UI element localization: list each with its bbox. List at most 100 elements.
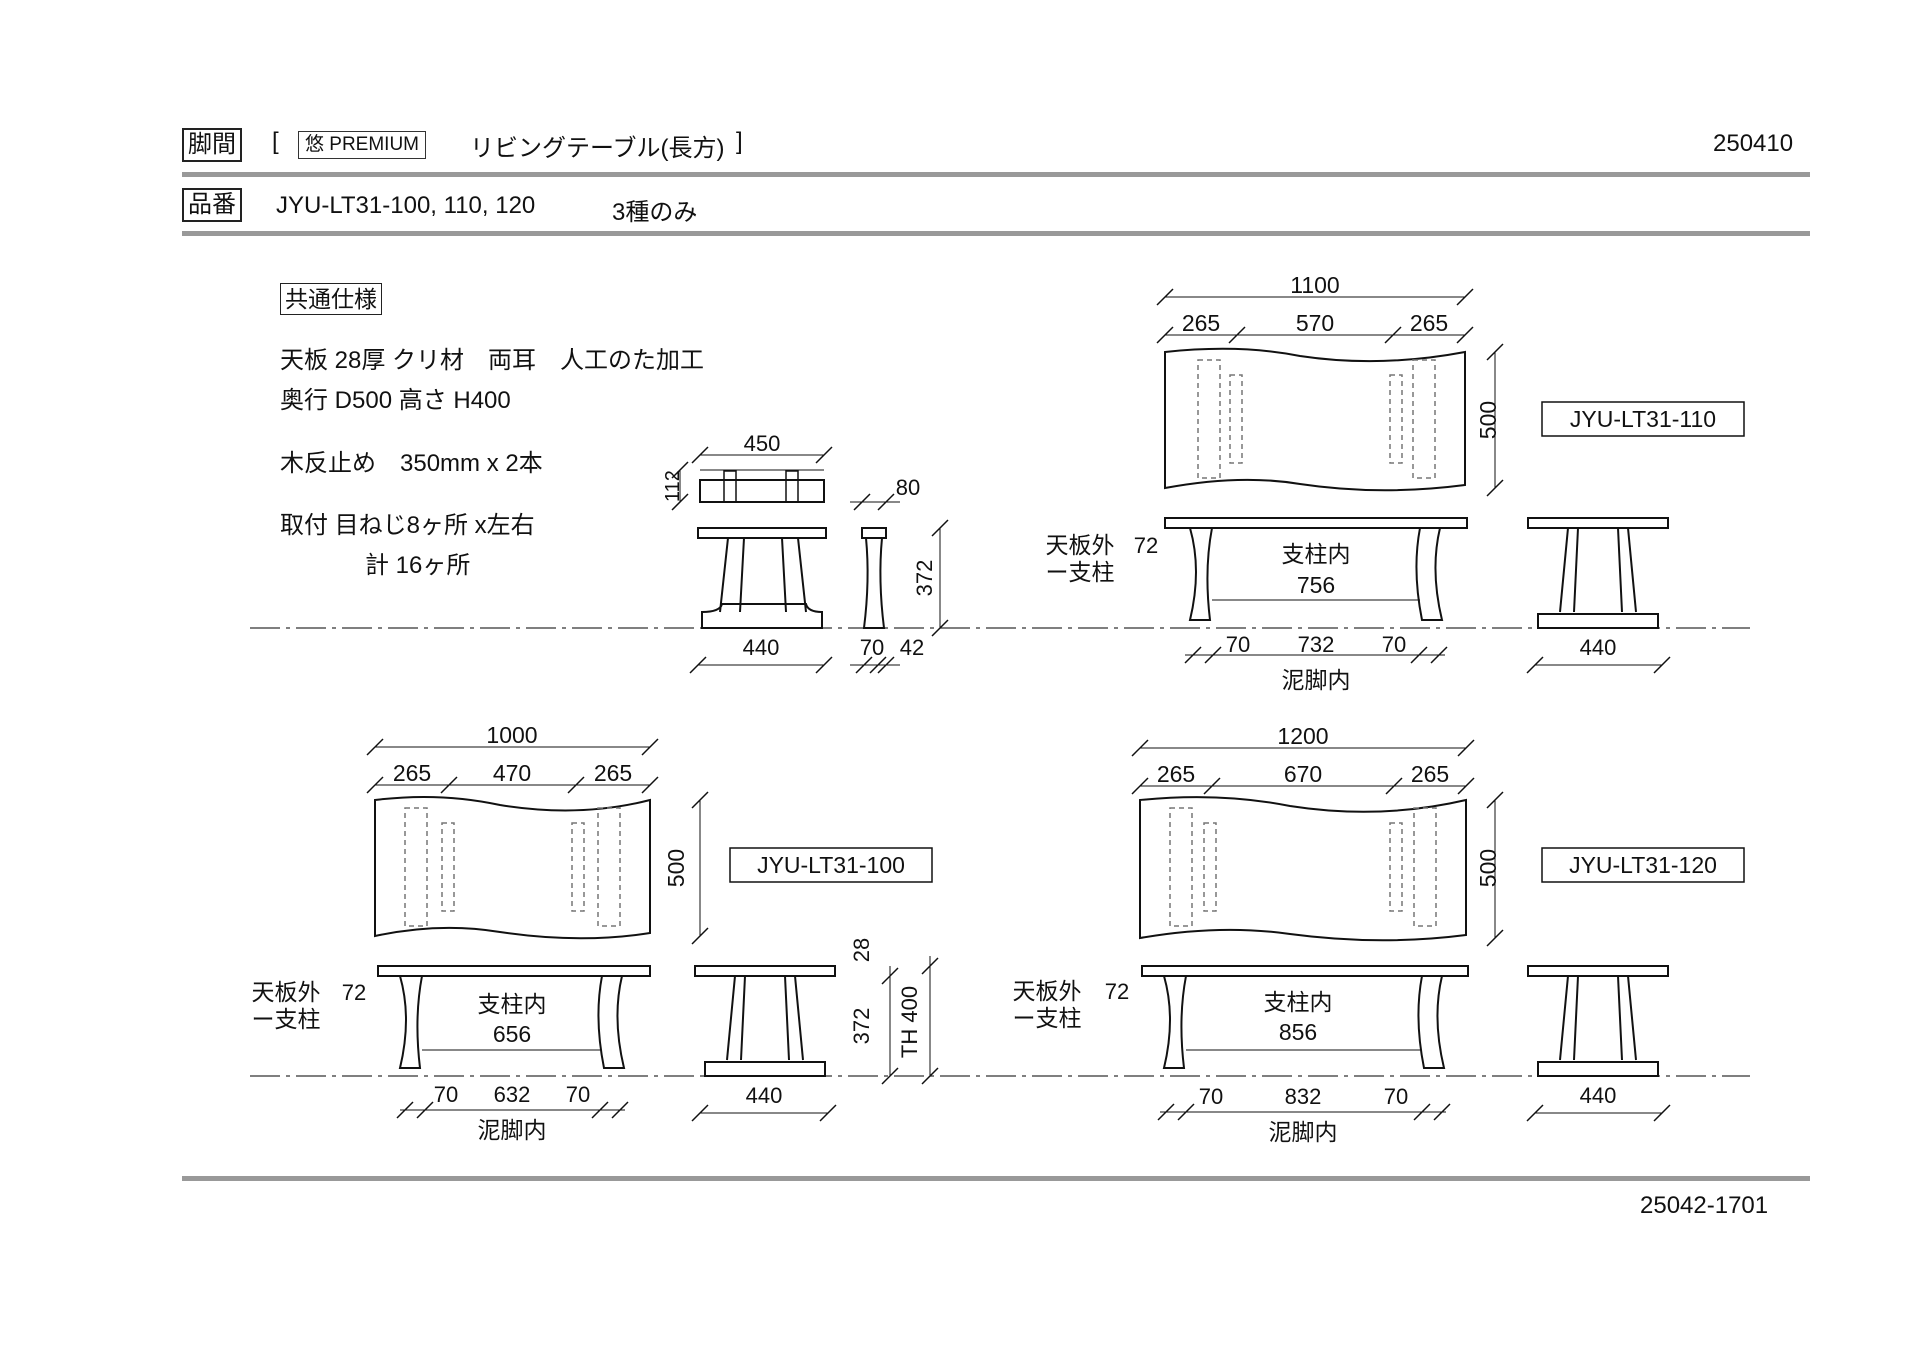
tabletop-plan-100 xyxy=(374,795,651,940)
header-rule-1 xyxy=(182,172,1810,177)
foot-inner-100: 泥脚内 xyxy=(478,1117,547,1143)
tabletop-front-100 xyxy=(377,965,651,977)
leg-top-label: 80 xyxy=(896,475,920,500)
model-code-box-120 xyxy=(1541,847,1745,883)
top-outer-a-120: 天板外 xyxy=(1013,978,1082,1004)
side-legs-110 xyxy=(1537,527,1659,629)
mid-label-100: 470 xyxy=(493,760,531,786)
foot-mid-120: 832 xyxy=(1285,1084,1322,1109)
mid-label-110: 570 xyxy=(1296,310,1334,336)
side-width-100: 440 xyxy=(746,1083,783,1108)
end-right-label-100: 265 xyxy=(594,760,632,786)
spec-line-2: 奥行 D500 高さ H400 xyxy=(280,387,511,414)
tabletop-plan-110 xyxy=(1164,347,1466,492)
top-outer-b-100: ー支柱 xyxy=(252,1006,321,1032)
post-inner-title-100: 支柱内 xyxy=(478,991,547,1017)
side-width-120: 440 xyxy=(1580,1083,1617,1108)
legs-front-110 xyxy=(1188,527,1444,621)
row2-label: 品番 xyxy=(182,188,242,222)
side-top-110 xyxy=(1527,517,1669,529)
leg-side-top xyxy=(861,527,887,539)
leg-side-post xyxy=(862,537,886,629)
total-height-100: TH 400 xyxy=(897,986,922,1058)
batten-block-left xyxy=(723,470,737,503)
model-code-120: JYU-LT31-120 xyxy=(1569,852,1717,878)
end-right-label-110: 265 xyxy=(1410,310,1448,336)
date-code: 250410 xyxy=(1713,130,1794,157)
depth-label-110: 500 xyxy=(1475,401,1501,439)
end-right-label-120: 265 xyxy=(1411,761,1449,787)
top-outer-b-120: ー支柱 xyxy=(1013,1005,1082,1031)
overhang-100: 72 xyxy=(342,980,366,1005)
overhang-120: 72 xyxy=(1105,979,1129,1004)
foot-end-left-120: 70 xyxy=(1199,1084,1223,1109)
model-code-110: JYU-LT31-110 xyxy=(1570,406,1716,432)
mid-label-120: 670 xyxy=(1284,761,1322,787)
model-code-box-110 xyxy=(1541,401,1745,437)
row1-label: 脚間 xyxy=(182,128,242,162)
hidden-legs-110 xyxy=(1197,359,1436,479)
depth-label-100: 500 xyxy=(663,849,689,887)
post-inner-title-110: 支柱内 xyxy=(1282,541,1351,567)
leg-foot xyxy=(701,603,823,629)
footer-rule xyxy=(182,1176,1810,1181)
spec-line-1: 天板 28厚 クリ材 両耳 人工のた加工 xyxy=(280,347,705,374)
total-label-120: 1200 xyxy=(1277,723,1328,749)
model-100: 1000 265 470 265 500 JYU-LT31-100 支柱内 65… xyxy=(252,722,939,1143)
end-left-label-100: 265 xyxy=(393,760,431,786)
model-120: 1200 265 670 265 500 JYU-LT31-120 支柱内 85… xyxy=(1013,723,1745,1145)
side-width-110: 440 xyxy=(1580,635,1617,660)
tabletop-front-110 xyxy=(1164,517,1468,529)
series-badge: 悠 PREMIUM xyxy=(298,131,427,159)
side-legs-100 xyxy=(704,975,826,1077)
post-inner-value-110: 756 xyxy=(1297,572,1335,598)
legs-front-120 xyxy=(1162,975,1446,1069)
post-inner-value-100: 656 xyxy=(493,1021,531,1047)
depth-label-120: 500 xyxy=(1475,849,1501,887)
part-numbers: JYU-LT31-100, 110, 120 xyxy=(276,192,536,219)
foot-mid-110: 732 xyxy=(1298,632,1335,657)
end-left-label-110: 265 xyxy=(1182,310,1220,336)
detail-foot-b-label: 42 xyxy=(900,635,924,660)
batten-block-right xyxy=(785,470,799,503)
detail-side-label: 440 xyxy=(743,635,780,660)
model-110: 1100 265 570 265 500 JYU-LT31-110 支柱内 75… xyxy=(1046,272,1745,693)
foot-end-right-100: 70 xyxy=(566,1082,590,1107)
foot-inner-110: 泥脚内 xyxy=(1282,667,1351,693)
detail-width-label: 450 xyxy=(744,431,781,456)
product-name: リビングテーブル(長方) xyxy=(470,135,725,162)
post-inner-value-120: 856 xyxy=(1279,1019,1317,1045)
spec-line-3: 木反止め 350mm x 2本 xyxy=(280,450,543,477)
end-left-label-120: 265 xyxy=(1157,761,1195,787)
foot-mid-100: 632 xyxy=(494,1082,531,1107)
batten-plan xyxy=(699,479,825,503)
spec-line-5: 計 16ヶ所 xyxy=(365,552,471,579)
post-inner-title-120: 支柱内 xyxy=(1264,989,1333,1015)
model-code-100: JYU-LT31-100 xyxy=(757,852,905,878)
side-top-120 xyxy=(1527,965,1669,977)
leg-detail: 450 112 440 80 372 70 42 xyxy=(662,431,949,674)
side-legs-120 xyxy=(1537,975,1659,1077)
variant-note: 3種のみ xyxy=(612,199,698,226)
foot-end-right-110: 70 xyxy=(1382,632,1406,657)
header-rule-2 xyxy=(182,231,1810,236)
bracket-close: ] xyxy=(736,128,743,155)
side-top-100 xyxy=(694,965,836,977)
spec-line-4: 取付 目ねじ8ヶ所 x左右 xyxy=(280,512,535,539)
legs-front-100 xyxy=(398,975,626,1069)
foot-end-right-120: 70 xyxy=(1384,1084,1408,1109)
tabletop-plan-120 xyxy=(1139,796,1467,942)
spec-title: 共通仕様 xyxy=(280,283,382,315)
leg-top-plate xyxy=(697,527,827,539)
foot-end-left-100: 70 xyxy=(434,1082,458,1107)
total-label-100: 1000 xyxy=(486,722,537,748)
tabletop-front-120 xyxy=(1141,965,1469,977)
total-label-110: 1100 xyxy=(1290,272,1339,298)
leg-height-100: 372 xyxy=(849,1008,874,1045)
leg-posts xyxy=(719,537,807,613)
foot-inner-120: 泥脚内 xyxy=(1269,1119,1338,1145)
model-code-box-100 xyxy=(729,847,933,883)
detail-height-label: 112 xyxy=(662,470,684,502)
overhang-110: 72 xyxy=(1134,533,1158,558)
